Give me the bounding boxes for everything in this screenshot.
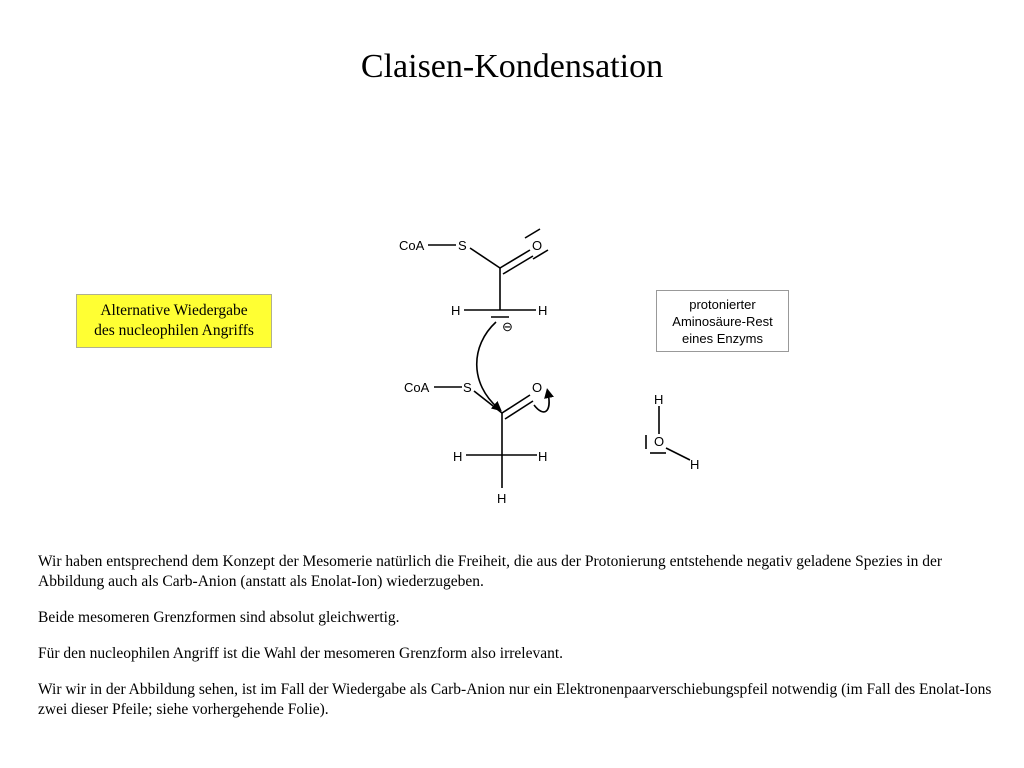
hydrogen-right-label-2: H xyxy=(538,449,547,464)
coa-label: CoA xyxy=(399,238,425,253)
water-oxygen: O xyxy=(654,434,664,449)
alt-box-line-2: des nucleophilen Angriffs xyxy=(94,322,254,339)
paragraph-2: Beide mesomeren Grenzformen sind absolut… xyxy=(38,609,400,626)
enzyme-residue-box: protonierter Aminosäure-Rest eines Enzym… xyxy=(656,290,789,352)
negative-charge-label: ⊖ xyxy=(502,319,513,334)
water-molecule xyxy=(645,406,691,461)
hydrogen-left-label: H xyxy=(451,303,460,318)
water-hydrogen-bottom: H xyxy=(690,457,699,472)
carbanion-molecule xyxy=(428,228,549,318)
hydrogen-left-label-2: H xyxy=(453,449,462,464)
paragraph-3: Für den nucleophilen Angriff ist die Wah… xyxy=(38,645,564,662)
carbonyl-shift-arrow xyxy=(533,388,554,413)
electron-shift-arrow xyxy=(476,321,502,412)
alt-box-line-1: Alternative Wiedergabe xyxy=(100,302,248,319)
sulfur-label: S xyxy=(458,238,467,253)
coa-label-2: CoA xyxy=(404,380,430,395)
hydrogen-right-label: H xyxy=(538,303,547,318)
explanation-text: Wir haben entsprechend dem Konzept der M… xyxy=(38,552,998,736)
page-title: Claisen-Kondensation xyxy=(360,48,664,85)
sulfur-label-2: S xyxy=(463,380,472,395)
water-hydrogen-top: H xyxy=(654,392,663,407)
enzyme-box-line-2: Aminosäure-Rest xyxy=(672,314,773,329)
enzyme-box-line-3: eines Enzyms xyxy=(682,331,763,346)
oxygen-label: O xyxy=(532,238,542,253)
paragraph-4: Wir wir in der Abbildung sehen, ist im F… xyxy=(38,681,992,718)
enzyme-box-line-1: protonierter xyxy=(689,297,756,312)
alternative-representation-box: Alternative Wiedergabe des nucleophilen … xyxy=(76,294,272,348)
thioester-molecule xyxy=(434,386,537,488)
oxygen-label-2: O xyxy=(532,380,542,395)
hydrogen-bottom-label: H xyxy=(497,491,506,506)
paragraph-1: Wir haben entsprechend dem Konzept der M… xyxy=(38,553,943,590)
